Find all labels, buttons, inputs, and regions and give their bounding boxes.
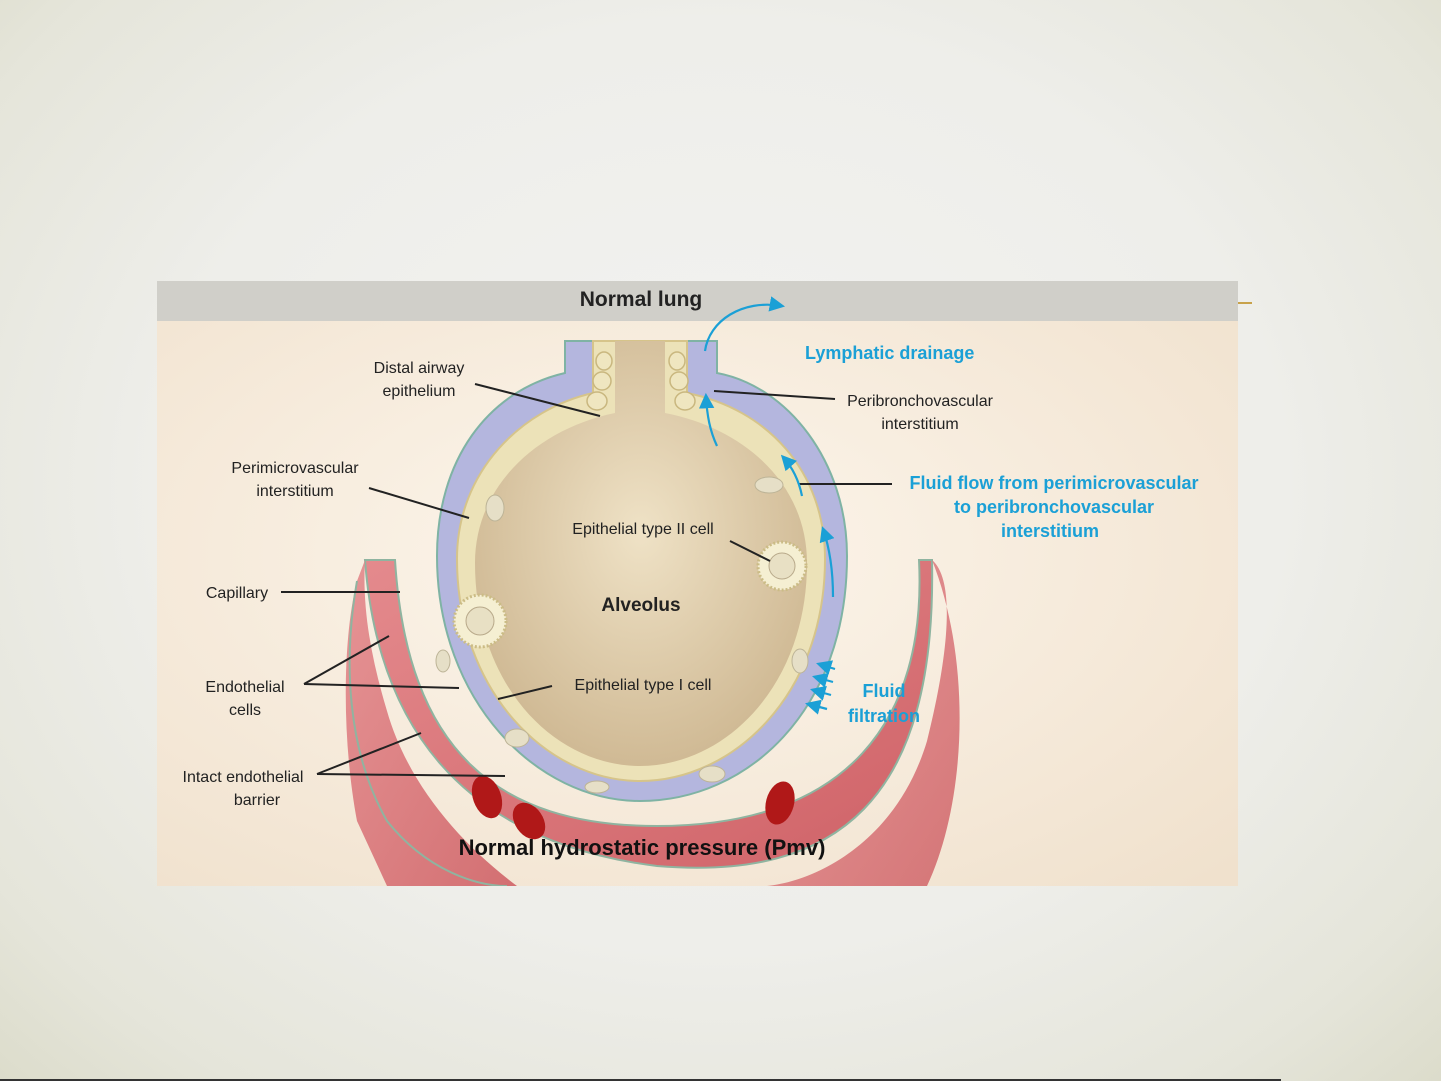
interstitial-cells: [435, 476, 809, 794]
leader-lines: [281, 383, 892, 777]
peribronchovascular-label-2: interstitium: [881, 416, 958, 433]
fluid-flow-label-2: to peribronchovascular: [954, 497, 1154, 517]
fluid-filtration-label-1: Fluid: [863, 681, 906, 701]
perimicrovascular-label-2: interstitium: [256, 483, 333, 500]
airway-epithelial-cells: [586, 351, 696, 411]
epithelial-type-ii-label: Epithelial type II cell: [572, 521, 713, 538]
distal-airway-label-2: epithelium: [383, 383, 456, 400]
figure-title: Normal lung: [580, 288, 703, 311]
epithelial-type-ii-cell: [452, 540, 808, 649]
endothelial-label-2: cells: [229, 702, 261, 719]
alveolus-label: Alveolus: [601, 595, 680, 616]
bottom-rule: [0, 1079, 1281, 1081]
intact-barrier-label-1: Intact endothelial: [183, 769, 304, 786]
capillary: [345, 559, 960, 886]
endothelial-label-1: Endothelial: [205, 679, 284, 696]
fluid-flow-label-1: Fluid flow from perimicrovascular: [909, 473, 1198, 493]
alveolus-lumen: [475, 341, 807, 766]
fluid-flow-arrows: [698, 296, 836, 715]
fluid-flow-label-3: interstitium: [1001, 521, 1099, 541]
red-blood-cell: [765, 781, 795, 825]
accent-line: [1238, 302, 1252, 304]
intact-barrier-label-2: barrier: [234, 792, 281, 809]
peribronchovascular-label-1: Peribronchovascular: [847, 393, 994, 410]
epithelial-type-i-label: Epithelial type I cell: [575, 677, 712, 694]
red-blood-cell: [512, 802, 546, 840]
capillary-label: Capillary: [206, 585, 268, 602]
lymphatic-drainage-label: Lymphatic drainage: [805, 343, 974, 363]
fluid-filtration-label-2: filtration: [848, 706, 920, 726]
figure-header-bar: [157, 281, 1238, 321]
red-blood-cell: [471, 775, 503, 819]
perimicrovascular-label-1: Perimicrovascular: [231, 460, 359, 477]
distal-airway-label-1: Distal airway: [374, 360, 465, 377]
normal-lung-figure: Normal lung Normal hydrostatic pressure …: [157, 281, 1238, 886]
lung-diagram: Normal lung Normal hydrostatic pressure …: [157, 281, 1238, 886]
footer-label: Normal hydrostatic pressure (Pmv): [459, 835, 826, 860]
